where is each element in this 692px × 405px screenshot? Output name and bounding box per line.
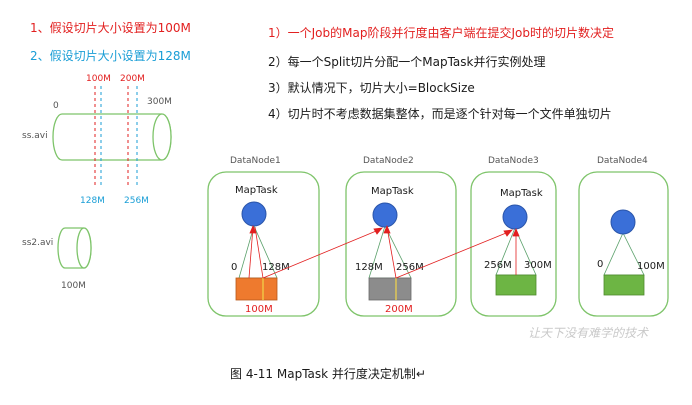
note-128m: 2、假设切片大小设置为128M xyxy=(30,49,191,63)
file-ss-avi-label: ss.avi xyxy=(22,131,48,141)
datanode-2-bottom-label: 200M xyxy=(385,304,413,315)
datanode-1: DataNode1 MapTask 0 128M 100M xyxy=(207,156,320,317)
point-3: 3）默认情况下，切片大小=BlockSize xyxy=(268,80,475,95)
datanode-1-title: DataNode1 xyxy=(230,156,281,166)
cross-node-arrows xyxy=(248,224,520,279)
datanode-3-block xyxy=(495,274,537,296)
note-100m: 1、假设切片大小设置为100M xyxy=(30,21,191,35)
datanode-3-task-circle xyxy=(502,204,528,230)
file-ss-avi-end: 300M xyxy=(147,97,172,107)
datanode-2-task-circle xyxy=(372,202,398,228)
datanode-2-title: DataNode2 xyxy=(363,156,414,166)
figure-caption: 图 4-11 MapTask 并行度决定机制↵ xyxy=(230,366,426,381)
datanode-3-right-label: 300M xyxy=(524,260,552,271)
datanode-2-left-label: 128M xyxy=(355,262,383,273)
mark-128m: 128M xyxy=(80,196,105,206)
datanode-1-left-label: 0 xyxy=(231,262,237,273)
datanode-1-task-circle xyxy=(241,201,267,227)
datanode-1-maptask: MapTask xyxy=(235,185,278,196)
file-ss2-avi-label: ss2.avi xyxy=(22,238,53,248)
datanode-4: DataNode4 0 100M xyxy=(578,156,669,317)
point-4: 4）切片时不考虑数据集整体，而是逐个针对每一个文件单独切片 xyxy=(268,106,612,121)
datanode-3: DataNode3 MapTask 256M 300M xyxy=(470,156,557,317)
point-1: 1）一个Job的Map阶段并行度由客户端在提交Job时的切片数决定 xyxy=(268,25,614,40)
datanode-3-left-label: 256M xyxy=(484,260,512,271)
mark-256m: 256M xyxy=(124,196,149,206)
mark-100m: 100M xyxy=(86,74,111,84)
datanode-4-block xyxy=(603,274,645,296)
datanode-3-maptask: MapTask xyxy=(500,188,543,199)
datanode-1-right-label: 128M xyxy=(262,262,290,273)
datanode-2: DataNode2 MapTask 128M 256M 200M xyxy=(345,156,457,317)
datanode-1-bottom-label: 100M xyxy=(245,304,273,315)
datanode-1-block xyxy=(235,277,278,301)
file-ss2-avi-cylinder xyxy=(57,227,92,269)
datanode-2-block xyxy=(368,277,412,301)
mark-200m: 200M xyxy=(120,74,145,84)
datanode-2-right-label: 256M xyxy=(396,262,424,273)
datanode-2-maptask: MapTask xyxy=(371,186,414,197)
datanode-4-box xyxy=(578,171,669,317)
file-ss-avi-cylinder xyxy=(52,113,172,161)
datanode-4-left-label: 0 xyxy=(597,259,603,270)
datanode-4-title: DataNode4 xyxy=(597,156,648,166)
watermark: 让天下没有难学的技术 xyxy=(528,326,649,340)
datanode-3-title: DataNode3 xyxy=(488,156,539,166)
datanode-4-right-label: 100M xyxy=(637,261,665,272)
file-ss2-avi-size: 100M xyxy=(61,281,86,291)
datanode-4-task-circle xyxy=(610,209,636,235)
point-2: 2）每一个Split切片分配一个MapTask并行实例处理 xyxy=(268,54,545,69)
file-ss-avi-start: 0 xyxy=(53,101,59,111)
